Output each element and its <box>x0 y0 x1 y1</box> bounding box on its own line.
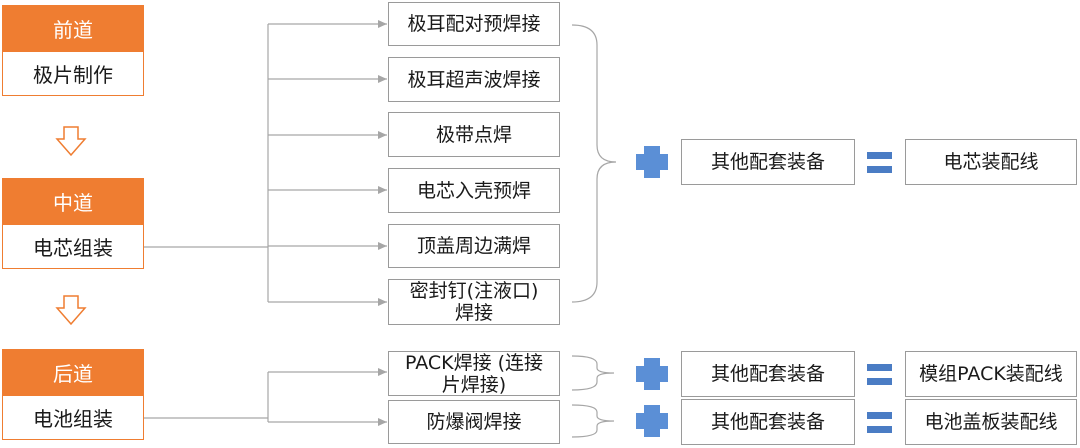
process-seal-nail-welding: 密封钉(注液口)焊接 <box>388 279 560 325</box>
process-top-cover-welding: 顶盖周边满焊 <box>388 224 560 268</box>
result-module-pack-line: 模组PACK装配线 <box>905 351 1077 397</box>
process-pack-welding: PACK焊接 (连接片焊接) <box>388 351 560 396</box>
equipment-box-middle: 其他配套装备 <box>681 139 855 185</box>
process-tab-pair-prewelding: 极耳配对预焊接 <box>388 2 560 46</box>
plus-icon <box>636 358 668 390</box>
process-vent-valve-welding: 防爆阀焊接 <box>388 400 560 444</box>
stage-back-title: 后道 <box>2 349 144 396</box>
brace-pack <box>571 355 615 391</box>
plus-icon <box>636 146 668 178</box>
plus-icon <box>636 405 668 437</box>
process-cell-case-prewelding: 电芯入壳预焊 <box>388 168 560 213</box>
stage-middle-title: 中道 <box>2 178 144 225</box>
brace-vent <box>571 404 615 438</box>
equals-icon <box>867 364 892 385</box>
stage-front-title: 前道 <box>2 5 144 52</box>
stage-middle-desc: 电芯组装 <box>2 225 144 269</box>
down-arrow-1-icon <box>55 126 87 157</box>
stage-front-desc: 极片制作 <box>2 52 144 96</box>
equals-icon <box>867 412 892 433</box>
equipment-box-pack: 其他配套装备 <box>681 351 855 397</box>
result-cell-assembly-line: 电芯装配线 <box>905 139 1077 185</box>
process-strip-spot-welding: 极带点焊 <box>388 112 560 157</box>
back-fanout-connector <box>144 368 387 426</box>
process-tab-ultrasonic-welding: 极耳超声波焊接 <box>388 57 560 102</box>
equipment-box-vent: 其他配套装备 <box>681 399 855 445</box>
stage-back-desc: 电池组装 <box>2 396 144 440</box>
brace-middle <box>571 24 617 303</box>
result-cover-plate-line: 电池盖板装配线 <box>905 399 1077 445</box>
middle-fanout-connector <box>144 20 387 306</box>
equals-icon <box>867 152 892 173</box>
down-arrow-2-icon <box>55 295 87 326</box>
